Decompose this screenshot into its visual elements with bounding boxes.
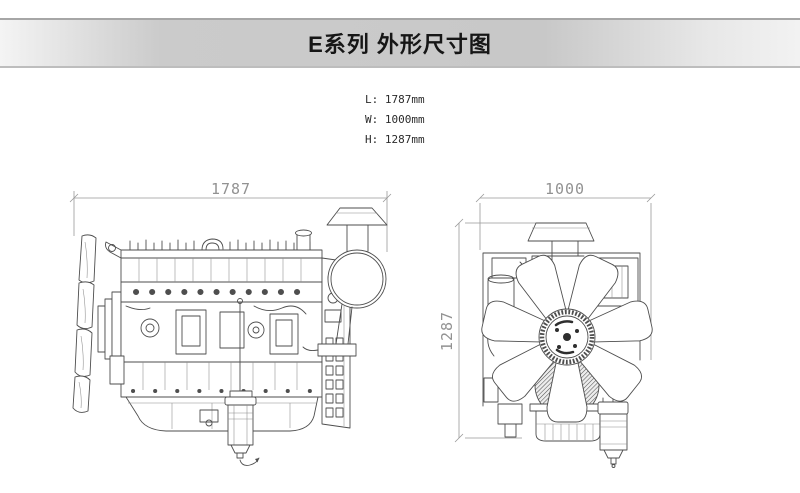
- breather-pipe-side: [295, 229, 312, 251]
- spec-length: L: 1787mm: [365, 93, 425, 106]
- engine-foot-front: [497, 403, 523, 438]
- front-width-dimension: 1000: [545, 180, 585, 198]
- side-view-dimension-lines: [69, 191, 392, 252]
- fan-hub: [538, 308, 596, 366]
- fuel-filter-side: [224, 390, 260, 466]
- page-title: E系列 外形尺寸图: [308, 32, 492, 57]
- front-view: 1000 1287: [438, 180, 656, 468]
- engine-mount-side: [109, 355, 125, 385]
- oil-pan-side: [125, 396, 319, 432]
- dimension-specs: L: 1787mm W: 1000mm H: 1287mm: [365, 90, 425, 150]
- air-cleaner-side: [302, 249, 387, 357]
- engine-components-side: [105, 241, 307, 395]
- side-view: 1787: [69, 180, 392, 466]
- side-length-dimension: 1787: [211, 180, 251, 198]
- air-intake-funnel-front: [527, 222, 595, 257]
- fuel-filter-front: [597, 396, 629, 468]
- spec-width: W: 1000mm: [365, 113, 425, 126]
- drain-arrow: [255, 458, 259, 463]
- cooling-fan-front: [481, 254, 653, 423]
- spec-height: H: 1287mm: [365, 133, 425, 146]
- fan-blades-side: [72, 234, 97, 413]
- title-banner: E系列 外形尺寸图: [0, 18, 800, 68]
- front-height-dimension: 1287: [438, 311, 456, 351]
- air-intake-funnel-side: [326, 207, 388, 252]
- crank-pulley-side: [97, 291, 122, 367]
